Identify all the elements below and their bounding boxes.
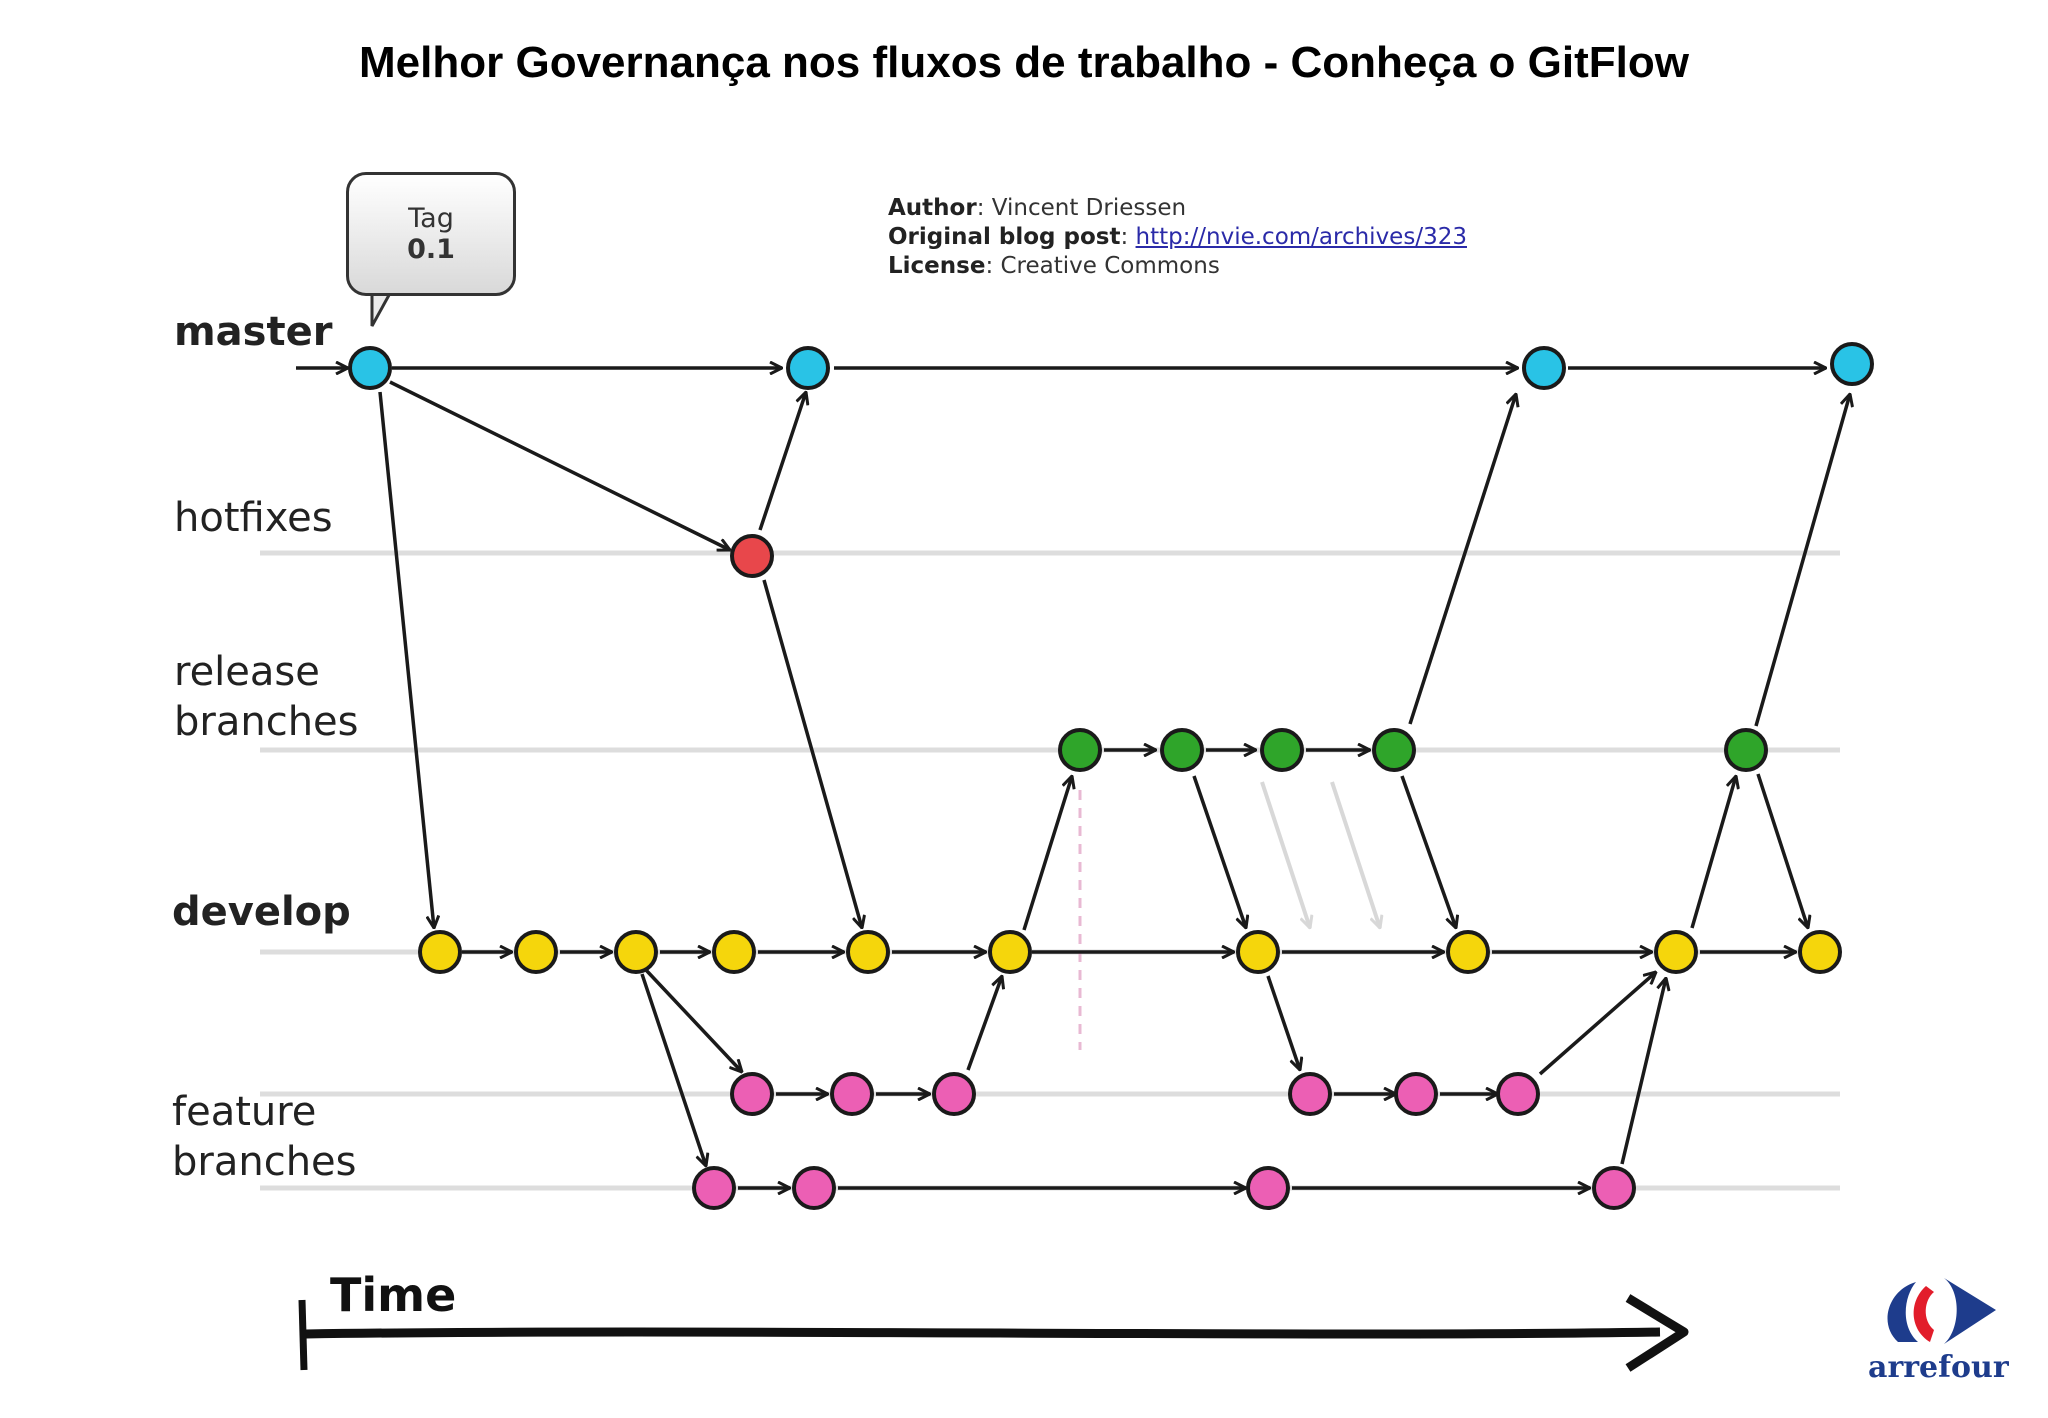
time-axis-arrowhead — [1625, 1294, 1689, 1372]
feature-commit-22 — [830, 1072, 874, 1116]
page-title: Melhor Governança nos fluxos de trabalho… — [359, 38, 1689, 87]
logo-red-mark — [1913, 1286, 1934, 1342]
edge-feature-a-to-develop — [966, 976, 1002, 1071]
master-commit-1 — [348, 346, 392, 390]
release-commit-9 — [1372, 728, 1416, 772]
carrefour-logo — [1887, 1278, 1996, 1344]
develop-commit-18 — [1446, 930, 1490, 974]
release-commit-10 — [1724, 728, 1768, 772]
blog-post-link[interactable]: http://nvie.com/archives/323 — [1135, 224, 1467, 250]
tag-version: 0.1 — [407, 234, 455, 265]
edge-hotfix-to-develop — [762, 579, 862, 928]
tag-label: Tag — [408, 203, 454, 234]
release-commit-8 — [1260, 728, 1304, 772]
master-commit-3 — [1522, 346, 1566, 390]
edge-release-2-to-develop — [1756, 773, 1808, 928]
logo-text: arrefour — [1868, 1350, 2009, 1385]
time-axis — [298, 1294, 1689, 1372]
feature-commit-24 — [1288, 1072, 1332, 1116]
edge-release-to-master-1 — [1408, 394, 1516, 725]
lane-label-release-2: branches — [174, 699, 359, 745]
feature-commit-25 — [1394, 1072, 1438, 1116]
develop-commit-20 — [1798, 930, 1842, 974]
edge-hotfix-to-master — [758, 392, 806, 531]
tag-bubble: Tag 0.1 — [346, 172, 516, 296]
edge-develop-to-feature-b — [640, 973, 706, 1166]
feature-commit-23 — [932, 1072, 976, 1116]
feature-commit-21 — [730, 1072, 774, 1116]
lane-label-develop: develop — [172, 889, 351, 935]
commit-edges — [296, 368, 1850, 1188]
edge-develop-to-feature-a — [644, 968, 742, 1072]
develop-commit-11 — [418, 930, 462, 974]
master-commit-4 — [1830, 342, 1874, 386]
release-commit-7 — [1160, 728, 1204, 772]
edge-release-to-develop-1 — [1192, 775, 1246, 928]
develop-commit-16 — [988, 930, 1032, 974]
edge-feature-b-to-develop — [1620, 978, 1666, 1165]
logo-left-mark — [1887, 1282, 1918, 1342]
feature-commit-28 — [792, 1166, 836, 1210]
time-axis-start-bar — [298, 1299, 308, 1371]
develop-commit-13 — [614, 930, 658, 974]
edge-develop-to-release — [1022, 776, 1072, 931]
release-commit-6 — [1058, 728, 1102, 772]
develop-commit-12 — [514, 930, 558, 974]
credits-license: License: Creative Commons — [888, 253, 1220, 279]
commit-nodes — [348, 342, 1874, 1210]
lane-label-feature-1: feature — [172, 1089, 317, 1135]
credits-post: Original blog post: http://nvie.com/arch… — [888, 224, 1467, 250]
master-commit-2 — [786, 346, 830, 390]
feature-commit-30 — [1592, 1166, 1636, 1210]
ghost-arrow-2 — [1330, 781, 1380, 928]
feature-commit-27 — [692, 1166, 736, 1210]
feature-commit-26 — [1496, 1072, 1540, 1116]
feature-commit-29 — [1246, 1166, 1290, 1210]
hotfix-commit-5 — [730, 534, 774, 578]
ghost-arrows — [1260, 781, 1380, 928]
lane-label-hotfixes: hotfixes — [174, 495, 333, 541]
ghost-arrow-1 — [1260, 781, 1310, 928]
develop-commit-14 — [712, 930, 756, 974]
edge-master-to-hotfix — [389, 380, 730, 552]
lane-lines — [260, 550, 1840, 1191]
develop-commit-19 — [1654, 930, 1698, 974]
time-axis-line — [305, 1327, 1661, 1339]
time-label: Time — [330, 1268, 457, 1322]
develop-commit-17 — [1236, 930, 1280, 974]
edge-develop-to-feature-c — [1266, 975, 1300, 1070]
develop-commit-15 — [846, 930, 890, 974]
edge-master-to-develop — [378, 391, 434, 928]
edge-release-to-develop-2 — [1400, 775, 1456, 928]
edge-develop-to-release-2 — [1690, 776, 1736, 929]
edge-release-2-to-master — [1754, 394, 1850, 727]
edge-feature-c-to-develop — [1538, 972, 1656, 1076]
logo-right-mark — [1944, 1278, 1996, 1344]
credits-author: Author: Vincent Driessen — [888, 195, 1187, 221]
lane-label-master: master — [174, 309, 333, 355]
credits-block: Author: Vincent Driessen Original blog p… — [888, 194, 1467, 281]
lane-label-release-1: release — [174, 649, 320, 695]
lane-label-feature-2: branches — [172, 1139, 357, 1185]
